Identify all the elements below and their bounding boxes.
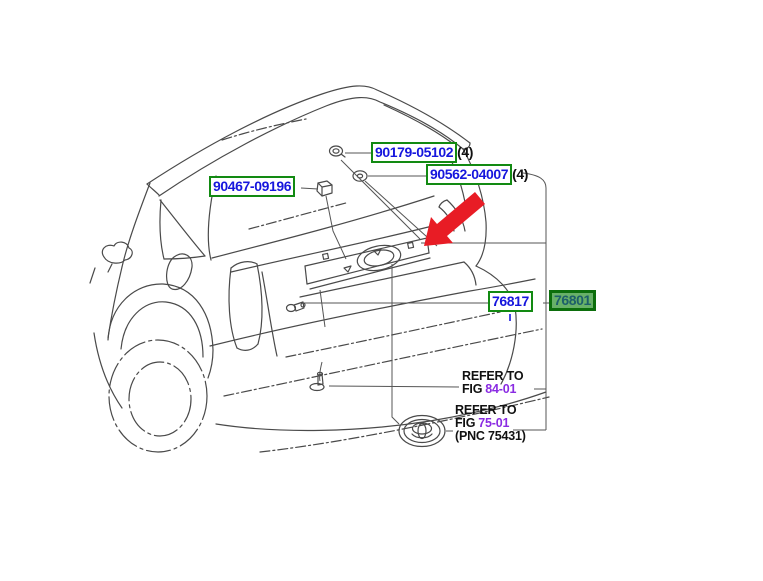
push-pin-icon [309,371,325,392]
quantity-90562: (4) [512,166,529,182]
highlight-arrow-icon [424,192,485,246]
part-link-76817[interactable]: 76817 [488,291,533,312]
pnc-note: (PNC 75431) [455,429,526,443]
fig-link-75-01[interactable]: 75-01 [478,416,510,430]
quantity-90179: (4) [457,144,474,160]
clip-icon [316,180,333,197]
part-link-90562-04007[interactable]: 90562-04007 [426,164,513,185]
callout-76817: 76817 [488,291,533,312]
toyota-emblem-icon [398,414,446,448]
callout-90562: 90562-04007 (4) [426,164,528,185]
car-line-art [89,85,550,453]
stud-icon [285,301,306,313]
part-link-90179-05102[interactable]: 90179-05102 [371,142,458,163]
callout-90467: 90467-09196 [209,176,296,197]
fig-word: FIG [455,416,476,430]
fig-link-84-01[interactable]: 84-01 [485,382,517,396]
refer-note-line1: REFER TO [455,403,517,417]
screw-icon [328,145,346,158]
callout-76801: 76801 [549,290,596,311]
part-link-90467-09196[interactable]: 90467-09196 [209,176,296,197]
fig-word: FIG [462,382,483,396]
tailgate-garnish [304,237,431,290]
leader-lines [300,152,550,432]
part-link-76801-selected[interactable]: 76801 [549,290,596,311]
callout-90179: 90179-05102 (4) [371,142,473,163]
refer-note-line1: REFER TO [462,369,524,383]
